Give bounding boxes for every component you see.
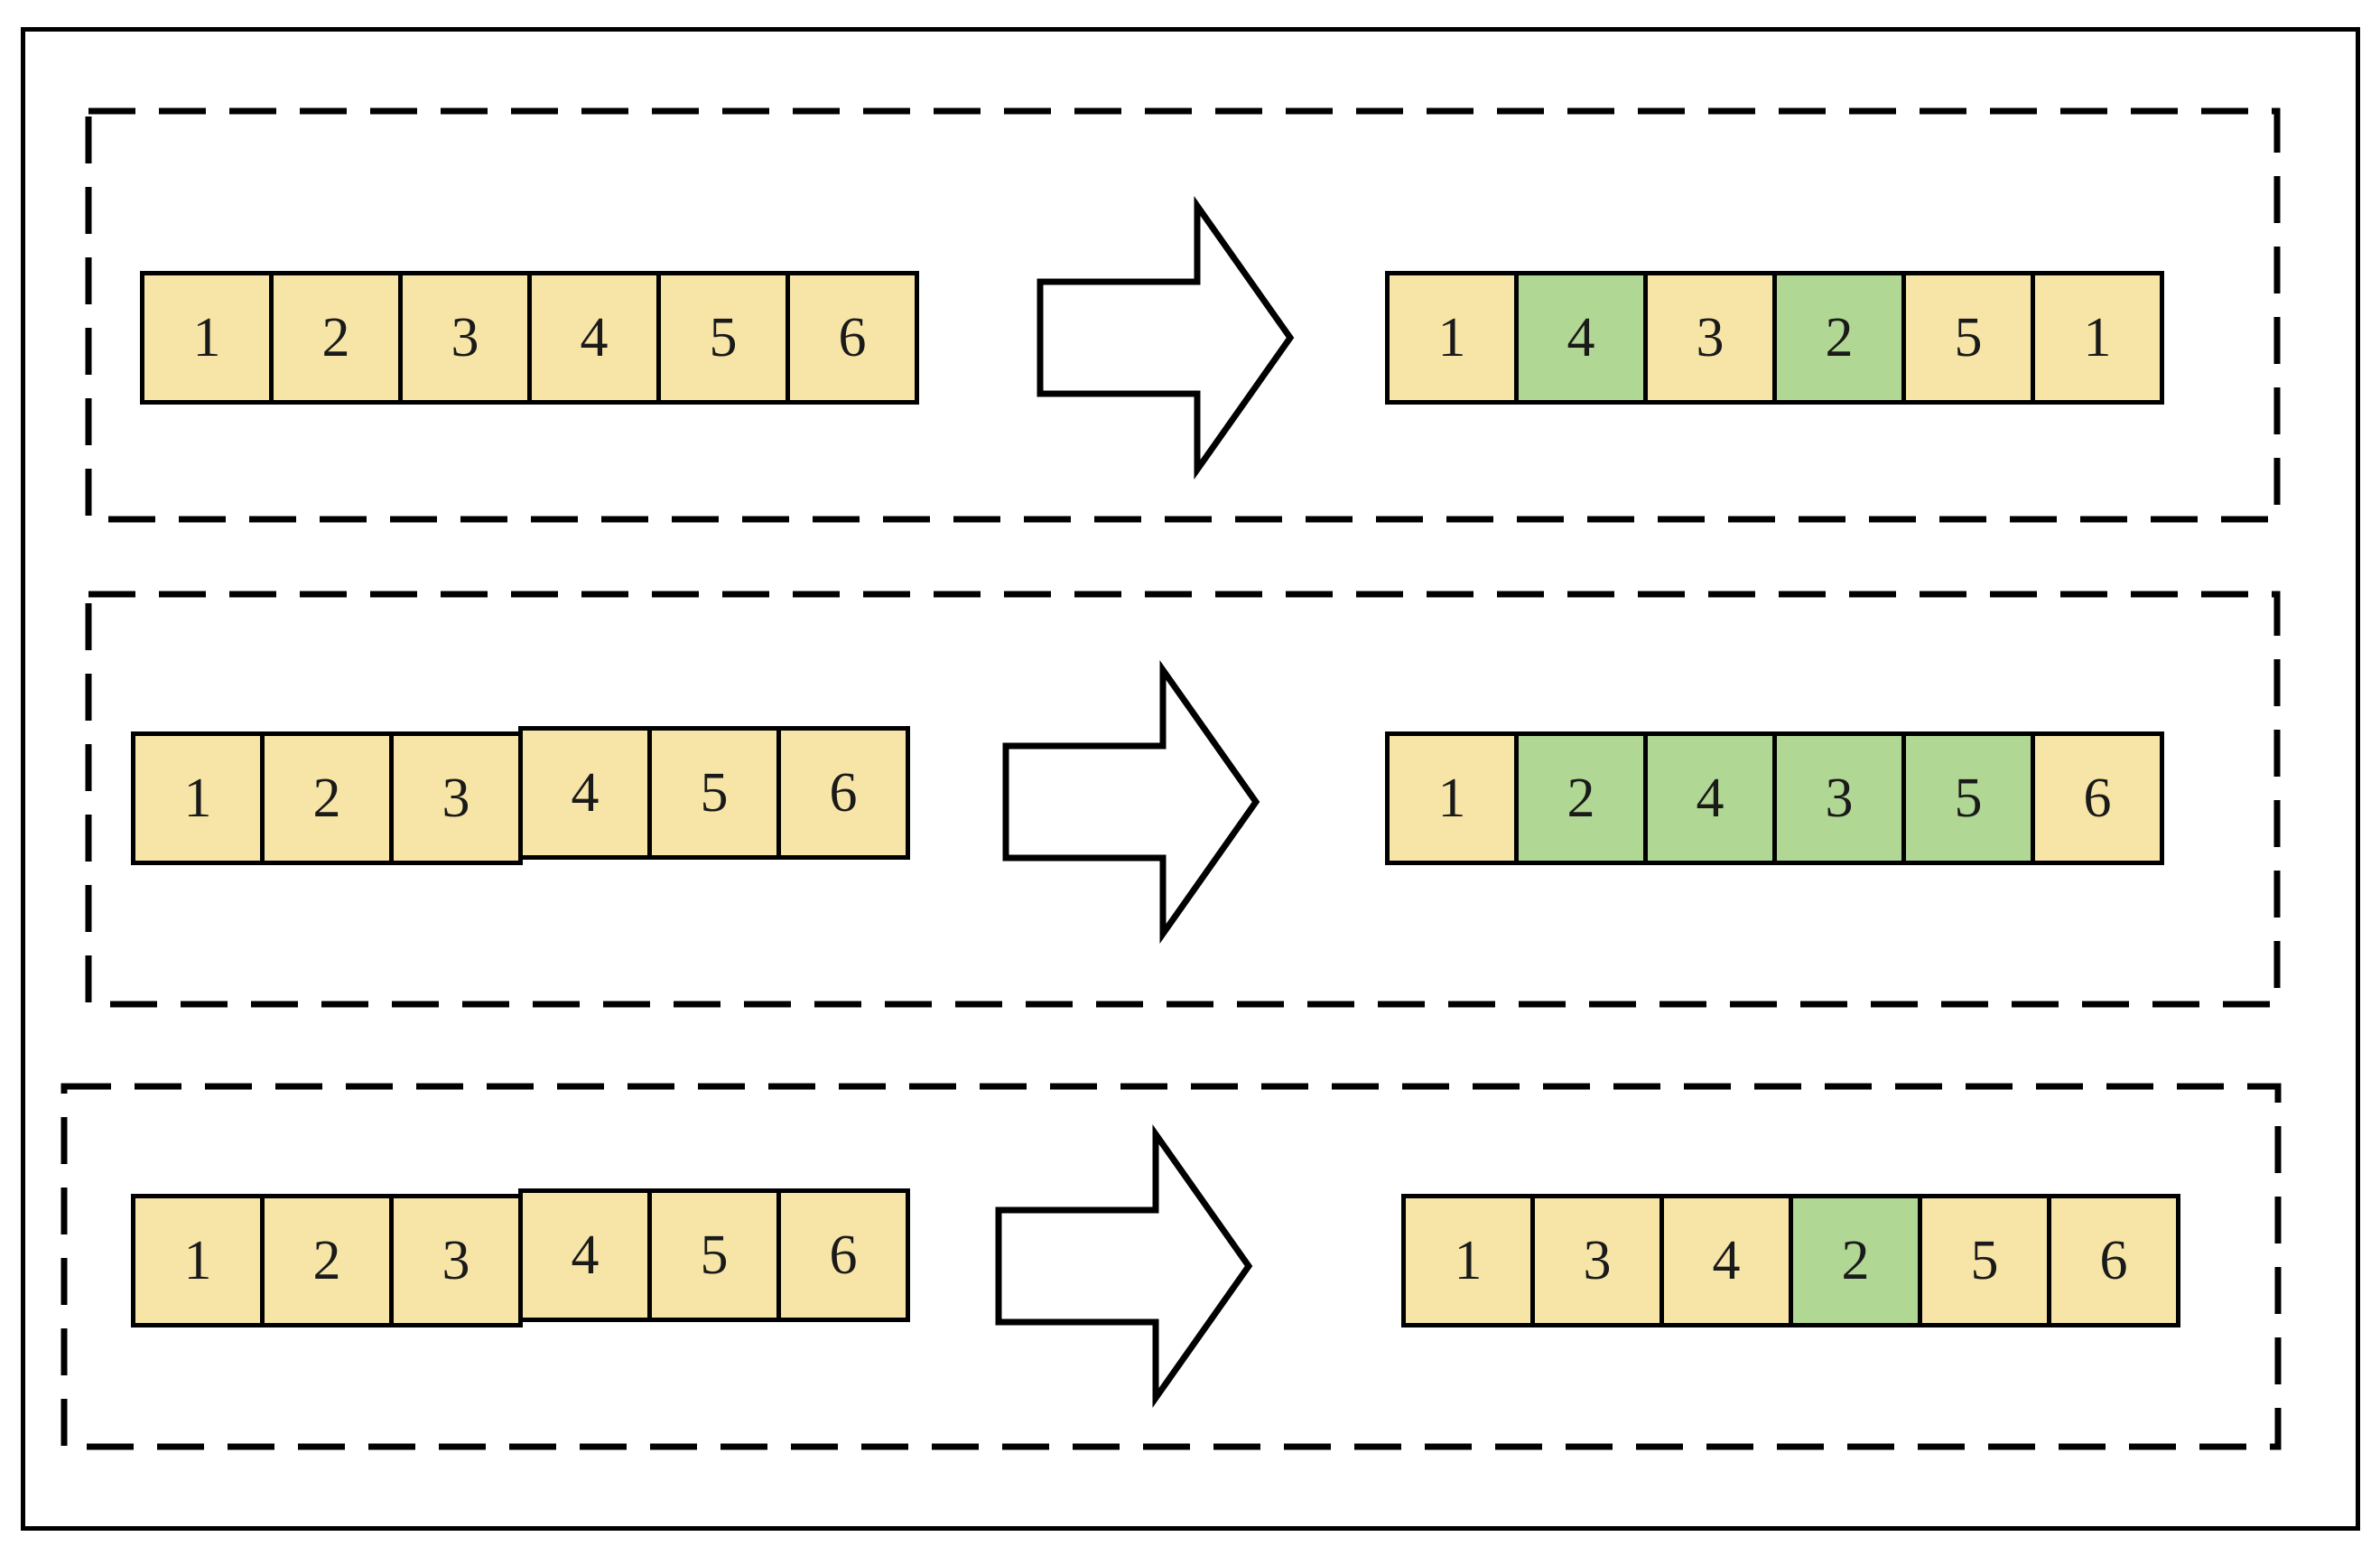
cell-value: 4 <box>580 307 609 368</box>
cell-value: 6 <box>829 1225 858 1286</box>
cell-value: 1 <box>1454 1230 1483 1291</box>
cell-value: 6 <box>2099 1230 2128 1291</box>
cell-value: 4 <box>1712 1230 1741 1291</box>
array-cell[interactable]: 2 <box>1789 1194 1922 1327</box>
cell-value: 5 <box>1954 768 1983 829</box>
array-cell[interactable]: 5 <box>1901 731 2035 865</box>
cell-value: 2 <box>321 307 350 368</box>
cell-value: 2 <box>312 1230 341 1291</box>
cell-value: 4 <box>571 762 600 824</box>
cell-value: 5 <box>1970 1230 1999 1291</box>
dashed-border-row-3 <box>60 1083 2282 1450</box>
cell-value: 4 <box>1567 307 1595 368</box>
cell-value: 1 <box>192 307 221 368</box>
array-cell[interactable]: 1 <box>2031 271 2164 405</box>
row-2-right-array: 1 2 4 3 5 6 <box>1385 731 2164 865</box>
array-cell[interactable]: 4 <box>1643 731 1777 865</box>
cell-value: 1 <box>1437 768 1466 829</box>
arrow-right-icon <box>1002 659 1260 945</box>
array-cell[interactable]: 4 <box>527 271 661 405</box>
cell-value: 1 <box>2083 307 2112 368</box>
array-cell[interactable]: 2 <box>1772 271 1906 405</box>
array-cell[interactable]: 1 <box>131 731 265 865</box>
row-1-arrow <box>1037 195 1295 480</box>
cell-value: 1 <box>183 1230 212 1291</box>
array-cell[interactable]: 1 <box>1385 271 1519 405</box>
cell-value: 1 <box>1437 307 1466 368</box>
dashed-border-row-1 <box>85 107 2281 523</box>
row-2-left-array: 1 2 3 4 5 6 <box>131 726 910 865</box>
cell-value: 4 <box>1696 768 1725 829</box>
cell-value: 4 <box>571 1225 600 1286</box>
array-cell[interactable]: 6 <box>776 1188 910 1322</box>
array-cell[interactable]: 5 <box>647 1188 781 1322</box>
cell-value: 5 <box>709 307 738 368</box>
cell-value: 3 <box>451 307 479 368</box>
array-cell[interactable]: 6 <box>2031 731 2164 865</box>
cell-value: 5 <box>700 762 729 824</box>
array-cell[interactable]: 2 <box>260 1194 394 1327</box>
array-cell[interactable]: 2 <box>1514 731 1648 865</box>
array-cell[interactable]: 2 <box>269 271 403 405</box>
array-cell[interactable]: 3 <box>389 1194 523 1327</box>
cell-value: 5 <box>700 1225 729 1286</box>
group-box-row-3 <box>60 1083 2282 1450</box>
array-cell[interactable]: 4 <box>1514 271 1648 405</box>
array-cell[interactable]: 5 <box>1918 1194 2051 1327</box>
cell-value: 6 <box>2083 768 2112 829</box>
array-cell[interactable]: 6 <box>776 726 910 860</box>
dashed-border-row-2 <box>85 591 2281 1008</box>
array-cell[interactable]: 1 <box>1385 731 1519 865</box>
row-1-left-array: 1 2 3 4 5 6 <box>140 271 919 405</box>
cell-value: 2 <box>1825 307 1854 368</box>
array-cell[interactable]: 3 <box>1530 1194 1664 1327</box>
cell-value: 1 <box>183 768 212 829</box>
cell-value: 3 <box>1696 307 1725 368</box>
array-cell[interactable]: 3 <box>1772 731 1906 865</box>
array-cell[interactable]: 1 <box>140 271 274 405</box>
cell-value: 2 <box>1567 768 1595 829</box>
cell-value: 2 <box>312 768 341 829</box>
array-cell[interactable]: 4 <box>518 1188 652 1322</box>
array-cell[interactable]: 6 <box>2047 1194 2180 1327</box>
array-cell[interactable]: 4 <box>1659 1194 1793 1327</box>
group-box-row-2 <box>85 591 2281 1008</box>
outer-frame <box>21 27 2360 1531</box>
array-cell[interactable]: 6 <box>786 271 919 405</box>
cell-value: 3 <box>442 1230 470 1291</box>
cell-value: 3 <box>1825 768 1854 829</box>
cell-value: 6 <box>829 762 858 824</box>
cell-value: 5 <box>1954 307 1983 368</box>
array-cell[interactable]: 3 <box>1643 271 1777 405</box>
row-3-left-array: 1 2 3 4 5 6 <box>131 1188 910 1327</box>
group-box-row-1 <box>85 107 2281 523</box>
cell-value: 3 <box>1583 1230 1612 1291</box>
arrow-right-icon <box>1037 195 1295 480</box>
cell-value: 6 <box>838 307 867 368</box>
array-cell[interactable]: 5 <box>656 271 790 405</box>
array-cell[interactable]: 5 <box>647 726 781 860</box>
array-cell[interactable]: 3 <box>398 271 532 405</box>
row-2-arrow <box>1002 659 1260 945</box>
cell-value: 2 <box>1841 1230 1870 1291</box>
array-cell[interactable]: 1 <box>131 1194 265 1327</box>
row-3-arrow <box>995 1123 1253 1409</box>
cell-value: 3 <box>442 768 470 829</box>
array-cell[interactable]: 5 <box>1901 271 2035 405</box>
array-cell[interactable]: 3 <box>389 731 523 865</box>
array-cell[interactable]: 4 <box>518 726 652 860</box>
row-1-right-array: 1 4 3 2 5 1 <box>1385 271 2164 405</box>
array-cell[interactable]: 1 <box>1401 1194 1535 1327</box>
row-3-right-array: 1 3 4 2 5 6 <box>1401 1194 2180 1327</box>
array-cell[interactable]: 2 <box>260 731 394 865</box>
arrow-right-icon <box>995 1123 1253 1409</box>
